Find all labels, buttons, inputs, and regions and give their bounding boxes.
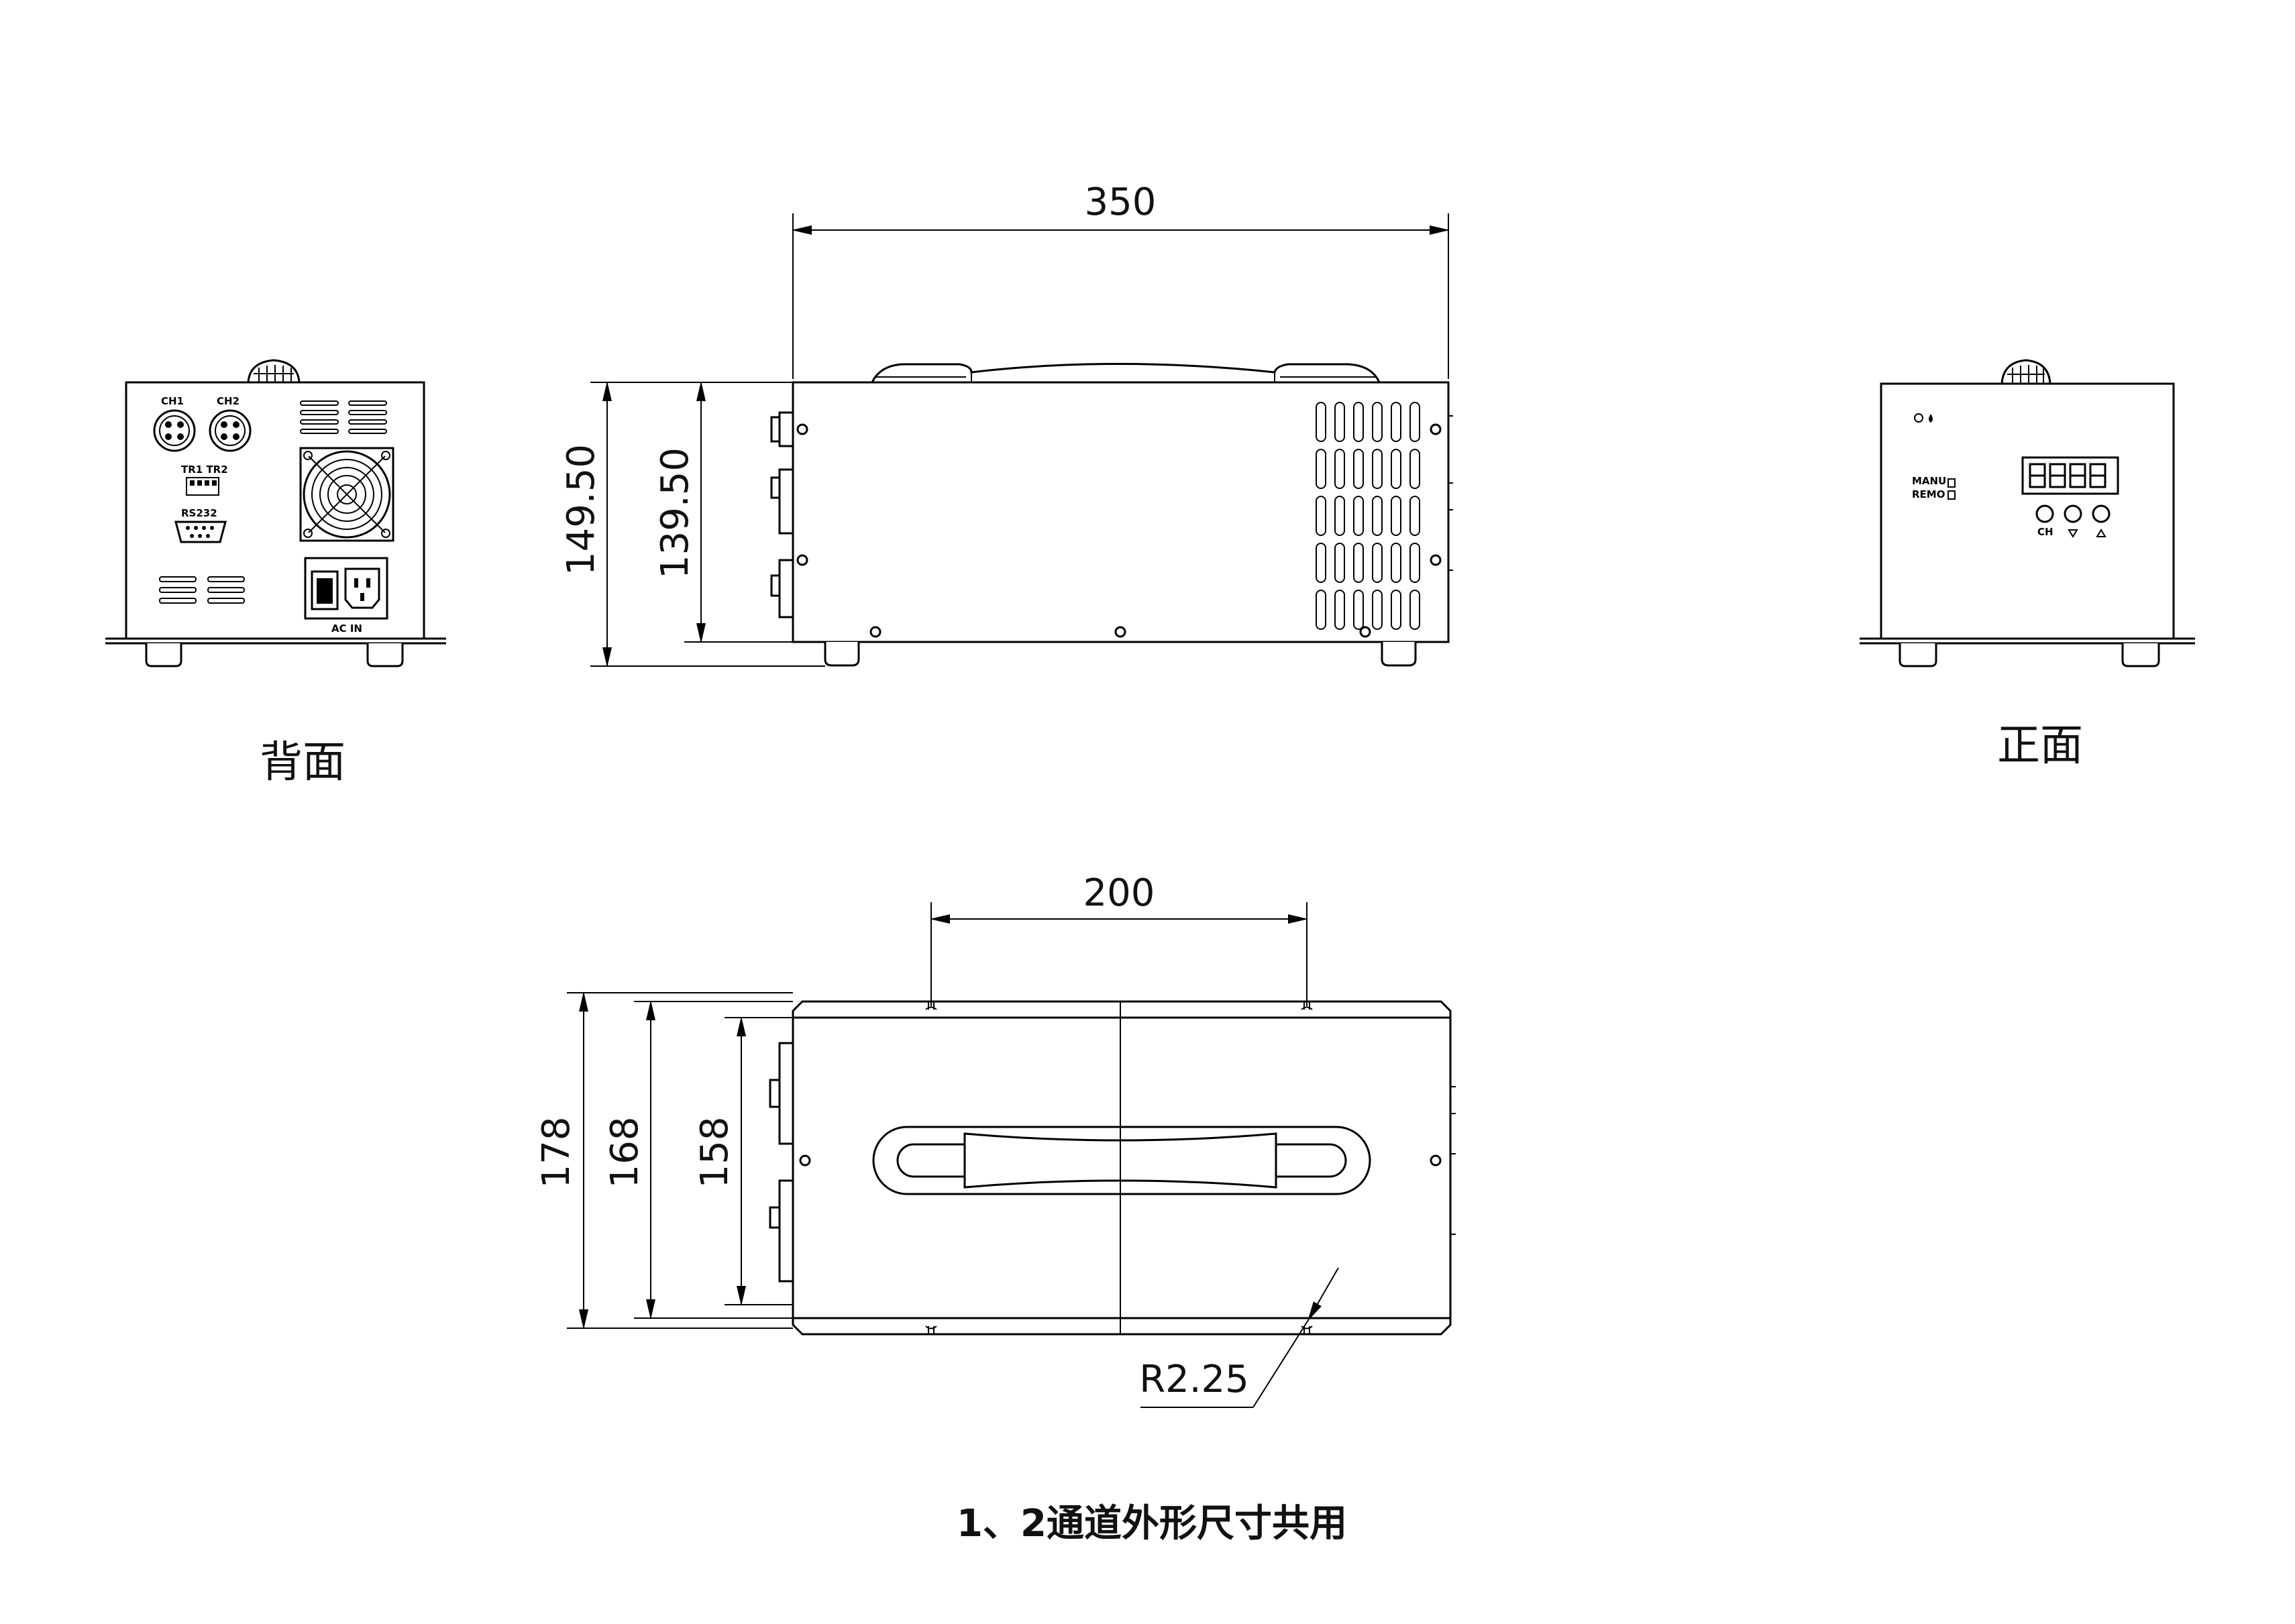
up-button[interactable] <box>2092 504 2111 523</box>
foot <box>1899 643 1937 667</box>
dim-139-50: 139.50 <box>653 447 697 579</box>
mode-switch-remo[interactable] <box>1947 490 1956 500</box>
foot <box>824 642 860 667</box>
front-panel-body <box>1880 382 2175 640</box>
screw <box>799 1154 811 1167</box>
mode-switch-manu[interactable] <box>1947 478 1956 488</box>
foot <box>2121 643 2160 667</box>
tr-switch <box>186 477 219 496</box>
ch-button[interactable] <box>2035 504 2054 523</box>
ch-button-label: CH <box>2037 526 2053 538</box>
down-button[interactable] <box>2064 504 2082 523</box>
rs232-port <box>174 521 227 543</box>
remo-label: REMO <box>1912 488 1945 500</box>
handle <box>871 363 1381 383</box>
ch2-connector <box>209 409 252 452</box>
drawing-caption: 1、2通道外形尺寸共用 <box>957 1502 1347 1546</box>
dim-350: 350 <box>1085 180 1157 224</box>
up-arrow-icon <box>2096 529 2106 537</box>
back-view: CH1 CH2 TR1 TR2 RS232 <box>105 359 446 667</box>
side-panel-body <box>792 381 1450 643</box>
ac-in-label: AC IN <box>331 622 362 635</box>
knob-icon <box>2000 359 2051 385</box>
back-panel-body <box>125 381 425 640</box>
dim-200: 200 <box>1083 871 1155 915</box>
side-view: 350 149.50 139.50 <box>559 180 1453 667</box>
back-view-label: 背面 <box>260 738 345 788</box>
down-arrow-icon <box>2068 529 2078 538</box>
dim-149-50: 149.50 <box>559 444 603 576</box>
ch1-label: CH1 <box>161 395 184 407</box>
dim-168: 168 <box>603 1117 647 1189</box>
front-view-label: 正面 <box>1997 721 2083 771</box>
knob-icon <box>247 359 301 384</box>
screws <box>796 423 1442 638</box>
dim-158: 158 <box>693 1117 737 1189</box>
vent-grid <box>1316 402 1420 630</box>
hole-marks <box>925 1002 1313 1334</box>
vent-slots <box>300 400 387 434</box>
tr-label: TR1 TR2 <box>181 464 228 476</box>
rs232-label: RS232 <box>181 507 217 519</box>
foot <box>145 643 182 667</box>
screw <box>1430 1154 1442 1167</box>
vent-slots <box>159 576 245 604</box>
foot <box>366 643 404 667</box>
fan-icon <box>299 447 394 542</box>
top-handle <box>872 1126 1371 1195</box>
front-view: MANU REMO CH <box>1860 359 2195 667</box>
manu-label: MANU <box>1912 475 1946 487</box>
dim-r2-25: R2.25 <box>1139 1358 1249 1401</box>
power-led <box>1914 413 1923 423</box>
dim-178: 178 <box>535 1117 578 1189</box>
ch1-connector <box>153 409 196 452</box>
drop-icon <box>1929 414 1933 423</box>
foot <box>1381 642 1417 667</box>
top-view: 200 178 168 158 R2.25 <box>535 871 1456 1408</box>
seven-segment-display <box>2021 456 2119 495</box>
ac-inlet <box>304 557 388 620</box>
ch2-label: CH2 <box>217 395 239 407</box>
side-connectors <box>770 411 794 618</box>
top-connectors <box>769 1042 794 1283</box>
